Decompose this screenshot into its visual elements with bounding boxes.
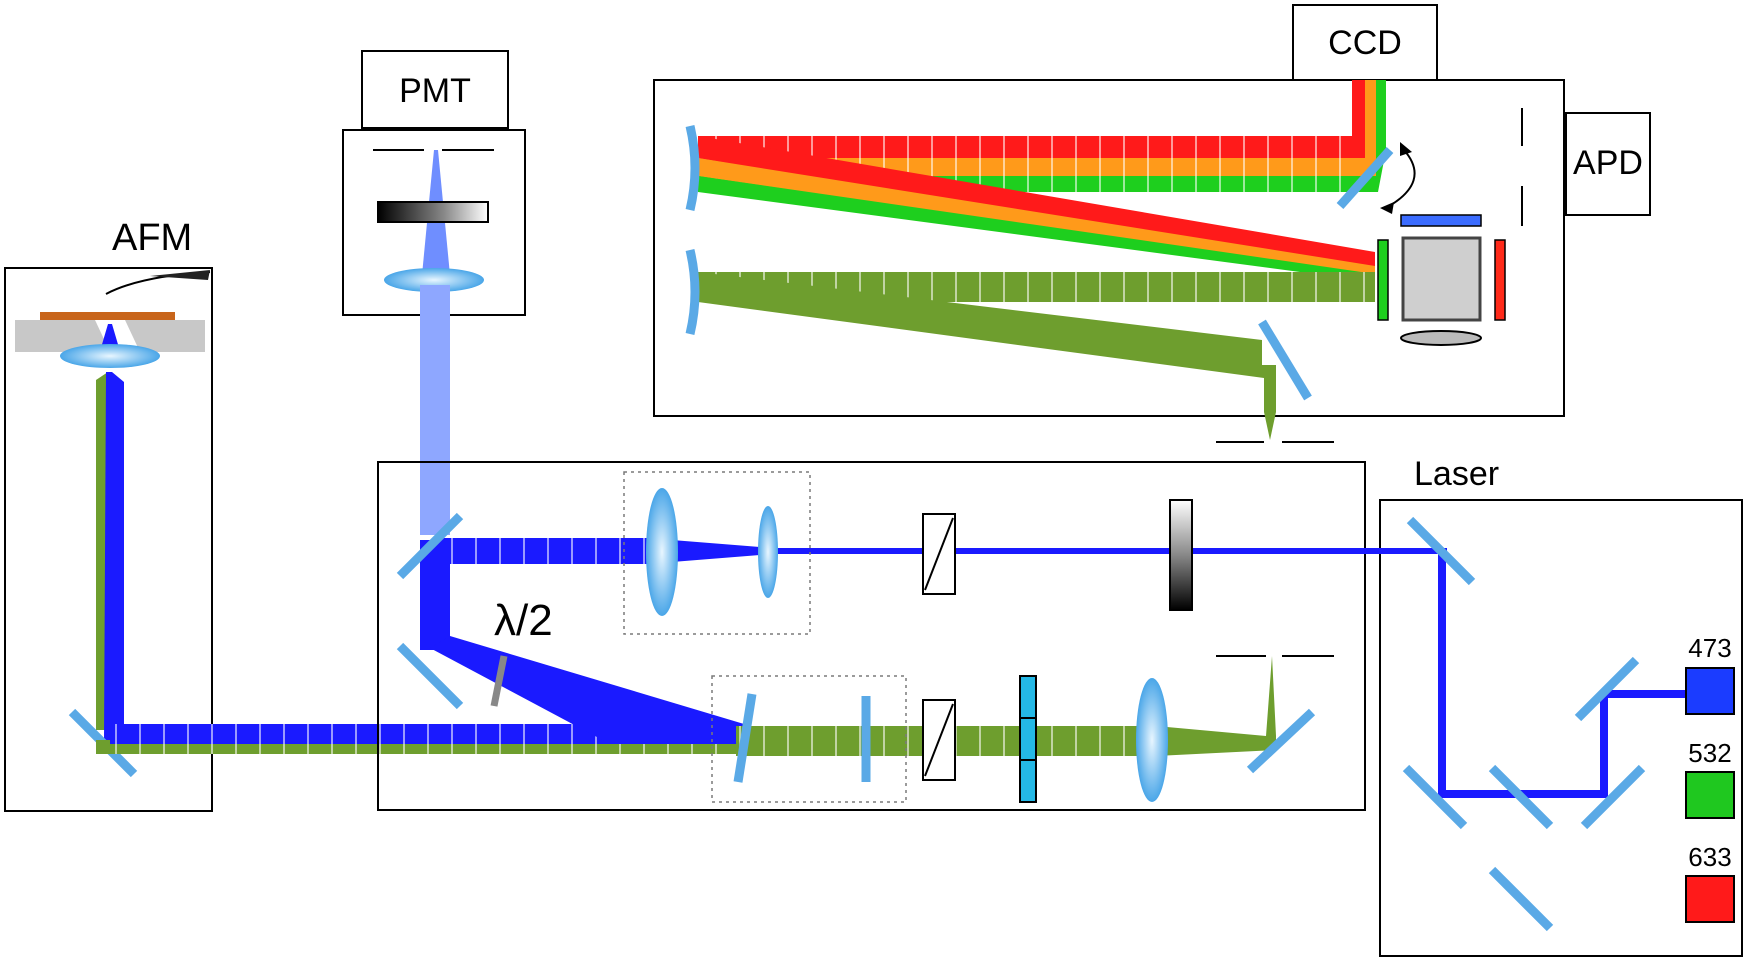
upper-blue-beam-ticks [432, 538, 672, 564]
afm-stage-right [125, 320, 205, 352]
laser-blue-beam-h1 [1365, 548, 1447, 554]
afm-sample [40, 312, 175, 320]
grating-grey [1400, 330, 1482, 346]
flip-arrow-head-top [1400, 142, 1412, 156]
dichroic-filter-1 [733, 693, 757, 783]
telescope-lens-small [758, 506, 778, 598]
afm-box [4, 267, 213, 812]
laser-mirror-473-turn [1574, 656, 1640, 722]
afm-cantilever-tip [150, 270, 210, 280]
spectrometer-group: CCD APD [653, 4, 1651, 443]
upper-nd-filter [1169, 499, 1193, 611]
upper-polarizer-diagonal [924, 517, 954, 591]
spectrometer-entrance-mirror [1258, 319, 1312, 401]
laser-blue-beam-h3 [1600, 690, 1686, 698]
pmt-beam [420, 285, 450, 535]
green-beam-lower [698, 176, 1375, 282]
upper-telescope-box [623, 471, 811, 635]
flip-arrow-head-bottom [1380, 202, 1394, 214]
laser-blue-beam-v2 [1600, 690, 1608, 798]
apd-box [1565, 112, 1651, 216]
flip-mirror [1336, 147, 1394, 209]
ccd-label: CCD [1328, 24, 1402, 62]
grating-blue [1400, 214, 1482, 227]
focusing-lens [1136, 678, 1168, 802]
pmt-head-box [361, 50, 509, 129]
filter-stack [1019, 675, 1037, 803]
olive-beam-to-entrance [698, 272, 1276, 440]
lower-polarizer-diagonal [924, 703, 954, 777]
laser-mirror-lower-right [1580, 764, 1646, 830]
laser-532-label: 532 [1688, 738, 1731, 768]
laser-group: Laser 473 532 633 [1365, 455, 1743, 957]
orange-beam-to-ccd [1352, 80, 1376, 176]
laser-633-label: 633 [1688, 842, 1731, 872]
laser-box [1379, 499, 1743, 957]
flip-arrow [1385, 149, 1416, 209]
pmt-nd-filter [377, 201, 489, 223]
grating-turret [1401, 236, 1482, 322]
laser-473-label: 473 [1688, 633, 1731, 663]
apd-label: APD [1573, 144, 1643, 182]
laser-mirror-top [1406, 516, 1476, 586]
orange-beam-lower [698, 158, 1375, 276]
afm-stage-left [15, 320, 110, 352]
lower-turning-mirror [396, 642, 464, 710]
lower-filter-box [711, 675, 907, 803]
optics-table-group: λ/2 [377, 461, 1432, 811]
upper-turning-mirror [396, 512, 464, 580]
upper-blue-beam-taper [672, 540, 772, 562]
telescope-lens-large [646, 488, 678, 616]
afm-label: AFM [112, 217, 192, 259]
pmt-label: PMT [399, 72, 471, 110]
afm-blue-beam-vertical [104, 372, 124, 740]
laser-633-source [1685, 875, 1735, 923]
upper-concave-mirror [685, 124, 700, 212]
laser-473-source [1685, 667, 1735, 715]
red-beam-to-ccd [1352, 80, 1365, 158]
laser-label: Laser [1414, 455, 1499, 493]
red-beam-lower [698, 136, 1375, 272]
green-beam-taper [1156, 656, 1276, 756]
pmt-group: PMT [342, 50, 526, 535]
diagonal-blue-beam [430, 636, 744, 744]
laser-mirror-633 [1488, 866, 1554, 932]
afm-objective-lens [60, 344, 160, 368]
laser-mirror-lower-left [1402, 764, 1468, 830]
spectrometer-box [653, 79, 1565, 417]
afm-group: AFM [4, 217, 213, 812]
green-input-mirror [1246, 708, 1316, 774]
laser-mirror-532 [1488, 764, 1554, 830]
laser-blue-beam-v1 [1438, 548, 1446, 798]
pmt-lens [384, 268, 484, 292]
grating-red [1494, 239, 1506, 321]
laser-532-source [1685, 771, 1735, 819]
optics-table-box [377, 461, 1366, 811]
lower-concave-mirror [685, 248, 700, 336]
half-wave-plate-label: λ/2 [494, 596, 553, 645]
half-wave-plate [490, 655, 508, 707]
upper-blue-beam-thin [772, 548, 1432, 554]
vertical-blue-beam [420, 540, 450, 650]
grating-green [1377, 239, 1389, 321]
